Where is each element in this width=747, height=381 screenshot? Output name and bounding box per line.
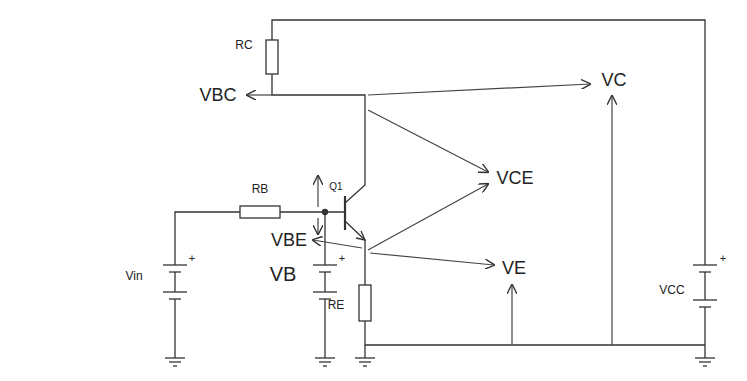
base-wire [280, 211, 345, 212]
ground-wire [365, 321, 705, 345]
battery-symbol [163, 255, 187, 358]
voltage-label: VBE [271, 231, 307, 249]
polarity-mark: + [720, 253, 726, 264]
voltage-label: VC [601, 71, 626, 89]
part-label: Q1 [329, 182, 342, 192]
resistor-symbol [266, 40, 278, 74]
voltage-label: VBC [199, 86, 236, 104]
ground-symbol [165, 358, 715, 366]
source-label: VCC [659, 284, 684, 296]
resistor-symbol [359, 285, 371, 321]
transistor-base [344, 196, 346, 230]
resistor-label: RB [252, 183, 269, 195]
supply-wire [272, 20, 705, 255]
resistor-label: RE [328, 299, 345, 311]
voltage-arrow [247, 84, 612, 345]
polarity-mark: + [339, 253, 345, 264]
emitter-arrow [356, 231, 365, 240]
resistor-symbol [240, 206, 280, 218]
polarity-mark: + [189, 253, 195, 264]
source-label: Vin [125, 270, 142, 282]
voltage-label: VCE [496, 169, 533, 187]
vb-wire [324, 212, 325, 255]
voltage-label: VE [502, 259, 526, 277]
emitter-wire [345, 221, 365, 285]
input-wire [175, 212, 240, 255]
voltage-label: VB [270, 264, 297, 284]
resistor-label: RC [235, 39, 252, 51]
battery-symbol [693, 255, 717, 358]
